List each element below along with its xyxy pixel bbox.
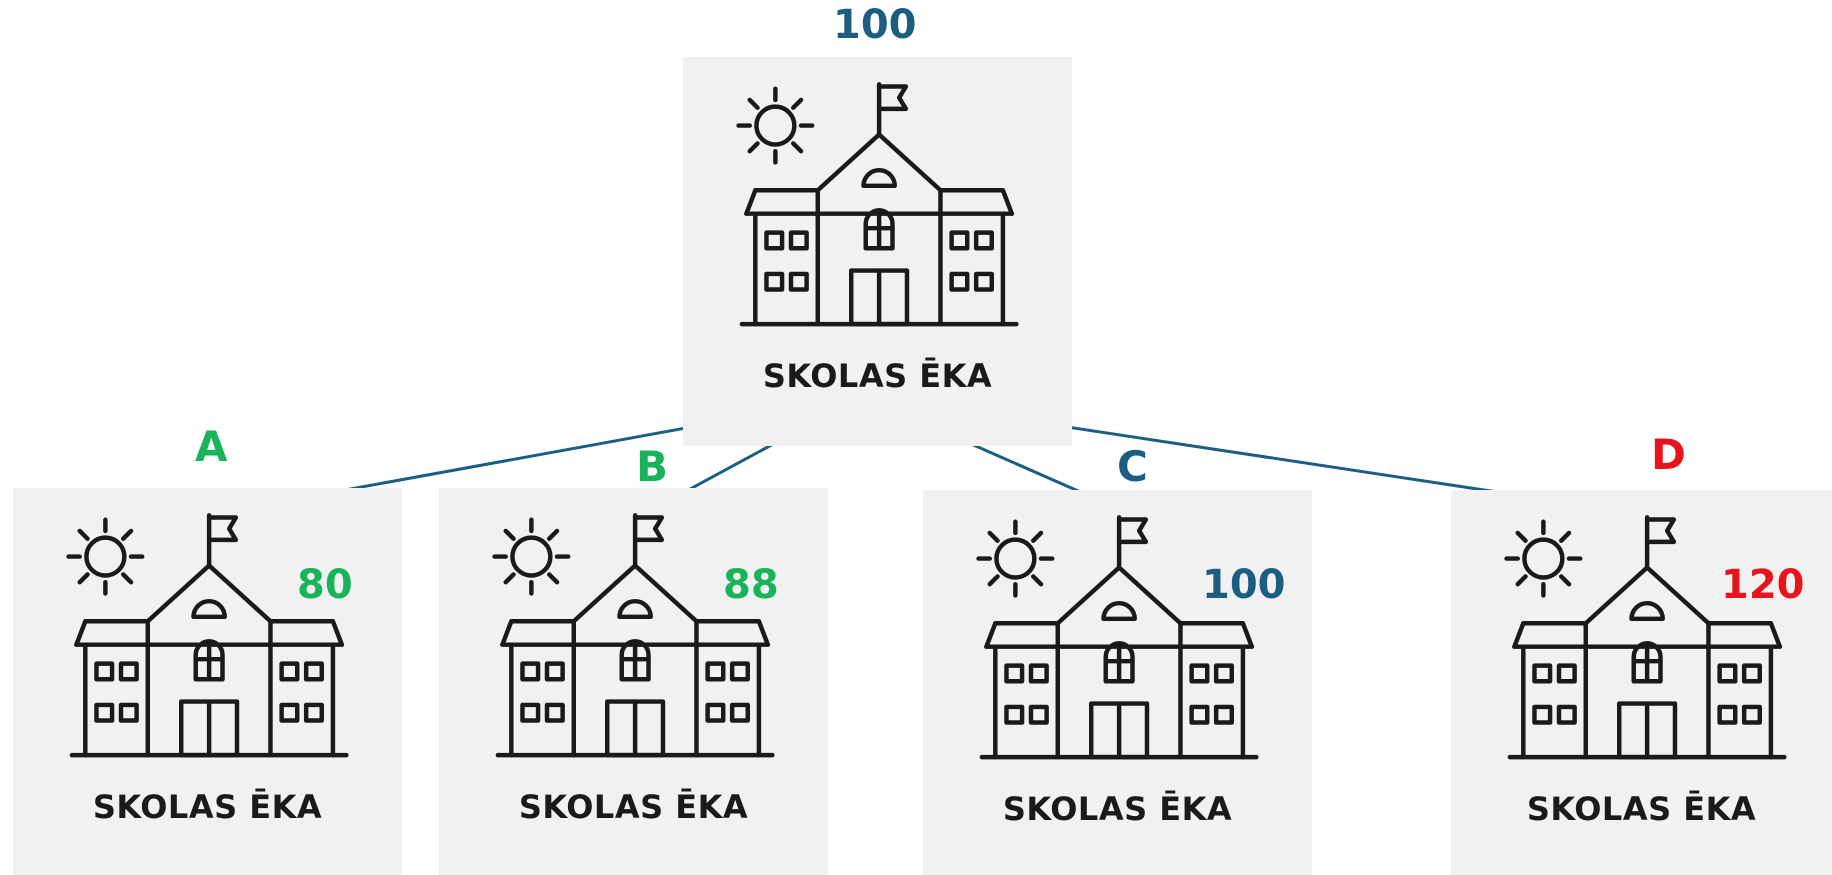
- child-value-d: 120: [1721, 562, 1805, 608]
- school-building-icon: [736, 82, 1019, 327]
- child-card-label-b: SKOLAS ĒKA: [518, 788, 749, 826]
- school-building-icon: [1504, 515, 1787, 760]
- top-card-label: SKOLAS ĒKA: [762, 357, 993, 395]
- child-card-c: 100 SKOLAS ĒKA: [923, 490, 1312, 875]
- child-letter-a: A: [195, 422, 228, 471]
- child-card-a: 80 SKOLAS ĒKA: [13, 488, 402, 875]
- school-building-icon: [492, 513, 775, 758]
- school-building-icon: [976, 515, 1259, 760]
- school-building-icon: [66, 513, 349, 758]
- child-card-d: 120 SKOLAS ĒKA: [1451, 490, 1832, 875]
- child-letter-d: D: [1651, 430, 1686, 479]
- child-card-label-a: SKOLAS ĒKA: [92, 788, 323, 826]
- child-value-c: 100: [1202, 562, 1286, 608]
- child-value-a: 80: [297, 562, 353, 608]
- child-letter-c: C: [1117, 442, 1148, 491]
- child-card-b: 88 SKOLAS ĒKA: [439, 488, 828, 875]
- child-letter-b: B: [636, 442, 669, 491]
- child-card-label-c: SKOLAS ĒKA: [1002, 790, 1233, 828]
- child-card-label-d: SKOLAS ĒKA: [1526, 790, 1757, 828]
- top-value: 100: [833, 2, 917, 48]
- top-card: SKOLAS ĒKA: [683, 57, 1072, 446]
- child-value-b: 88: [723, 562, 779, 608]
